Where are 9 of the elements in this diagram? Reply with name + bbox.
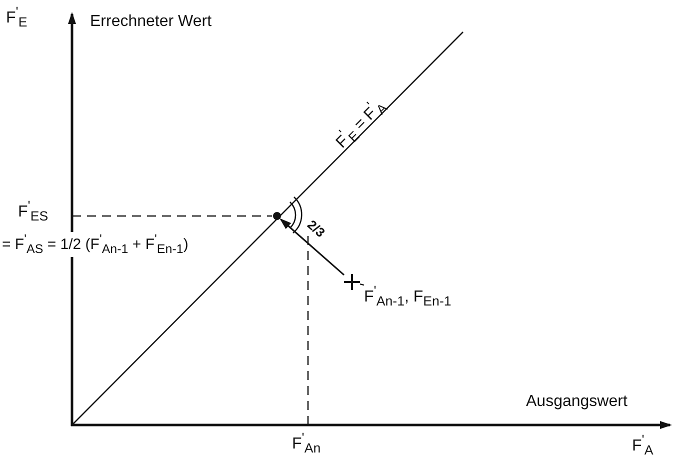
edge-label: 2/3 [304, 217, 328, 241]
formula-text: = F$^{'}$$_{AS}$ = 1/2 (F$^{'}$$_{An-1}$ + F$^{'}$$_{En-1}$) [2, 232, 188, 257]
arrow [280, 218, 345, 276]
axis-title: Errechneter Wert [90, 12, 212, 32]
point-label: F$^{'}$$_{An-1}$, F$_{En-1}$ [364, 283, 452, 310]
cross-mark [344, 274, 360, 290]
point-dot [273, 212, 281, 220]
leader-line [360, 283, 364, 286]
axis-title: Ausgangswert [526, 392, 628, 412]
